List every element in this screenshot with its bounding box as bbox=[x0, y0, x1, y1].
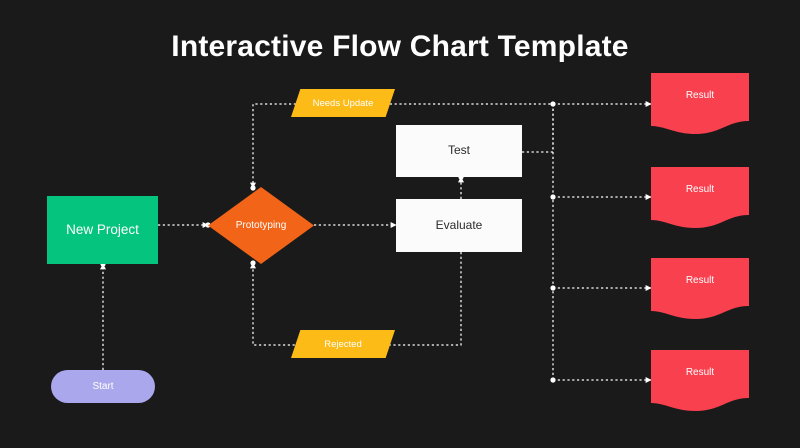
node-result-3-label: Result bbox=[685, 275, 715, 287]
junction-dot bbox=[550, 285, 556, 291]
node-result-3[interactable]: Result bbox=[651, 258, 749, 319]
document-shape bbox=[651, 73, 749, 134]
node-result-1-label: Result bbox=[685, 90, 715, 102]
node-prototyping[interactable]: Prototyping bbox=[208, 187, 314, 264]
node-result-2[interactable]: Result bbox=[651, 167, 749, 228]
document-shape bbox=[651, 167, 749, 228]
node-new-project[interactable]: New Project bbox=[47, 196, 158, 264]
junction-dot bbox=[550, 101, 556, 107]
node-start[interactable]: Start bbox=[51, 370, 155, 403]
node-test-label: Test bbox=[447, 143, 470, 158]
node-evaluate[interactable]: Evaluate bbox=[396, 199, 522, 252]
junction-dot bbox=[250, 185, 256, 191]
document-shape bbox=[651, 258, 749, 319]
node-prototyping-label: Prototyping bbox=[235, 220, 287, 231]
junction-dot bbox=[250, 260, 256, 266]
node-start-label: Start bbox=[92, 380, 114, 392]
node-evaluate-label: Evaluate bbox=[435, 217, 483, 232]
node-result-4[interactable]: Result bbox=[651, 350, 749, 411]
parallelogram-shape bbox=[291, 330, 395, 358]
page-title: Interactive Flow Chart Template bbox=[171, 30, 629, 63]
node-rejected-label: Rejected bbox=[324, 338, 362, 350]
node-result-2-label: Result bbox=[685, 184, 715, 196]
junction-dot bbox=[550, 194, 556, 200]
node-needs-update[interactable]: Needs Update bbox=[291, 89, 395, 117]
parallelogram-shape bbox=[291, 89, 395, 117]
node-needs-update-label: Needs Update bbox=[312, 97, 374, 109]
node-result-4-label: Result bbox=[685, 367, 715, 379]
node-rejected[interactable]: Rejected bbox=[291, 330, 395, 358]
node-test[interactable]: Test bbox=[396, 125, 522, 177]
junction-dot bbox=[550, 377, 556, 383]
node-new-project-label: New Project bbox=[66, 222, 139, 238]
node-result-1[interactable]: Result bbox=[651, 73, 749, 134]
document-shape bbox=[651, 350, 749, 411]
